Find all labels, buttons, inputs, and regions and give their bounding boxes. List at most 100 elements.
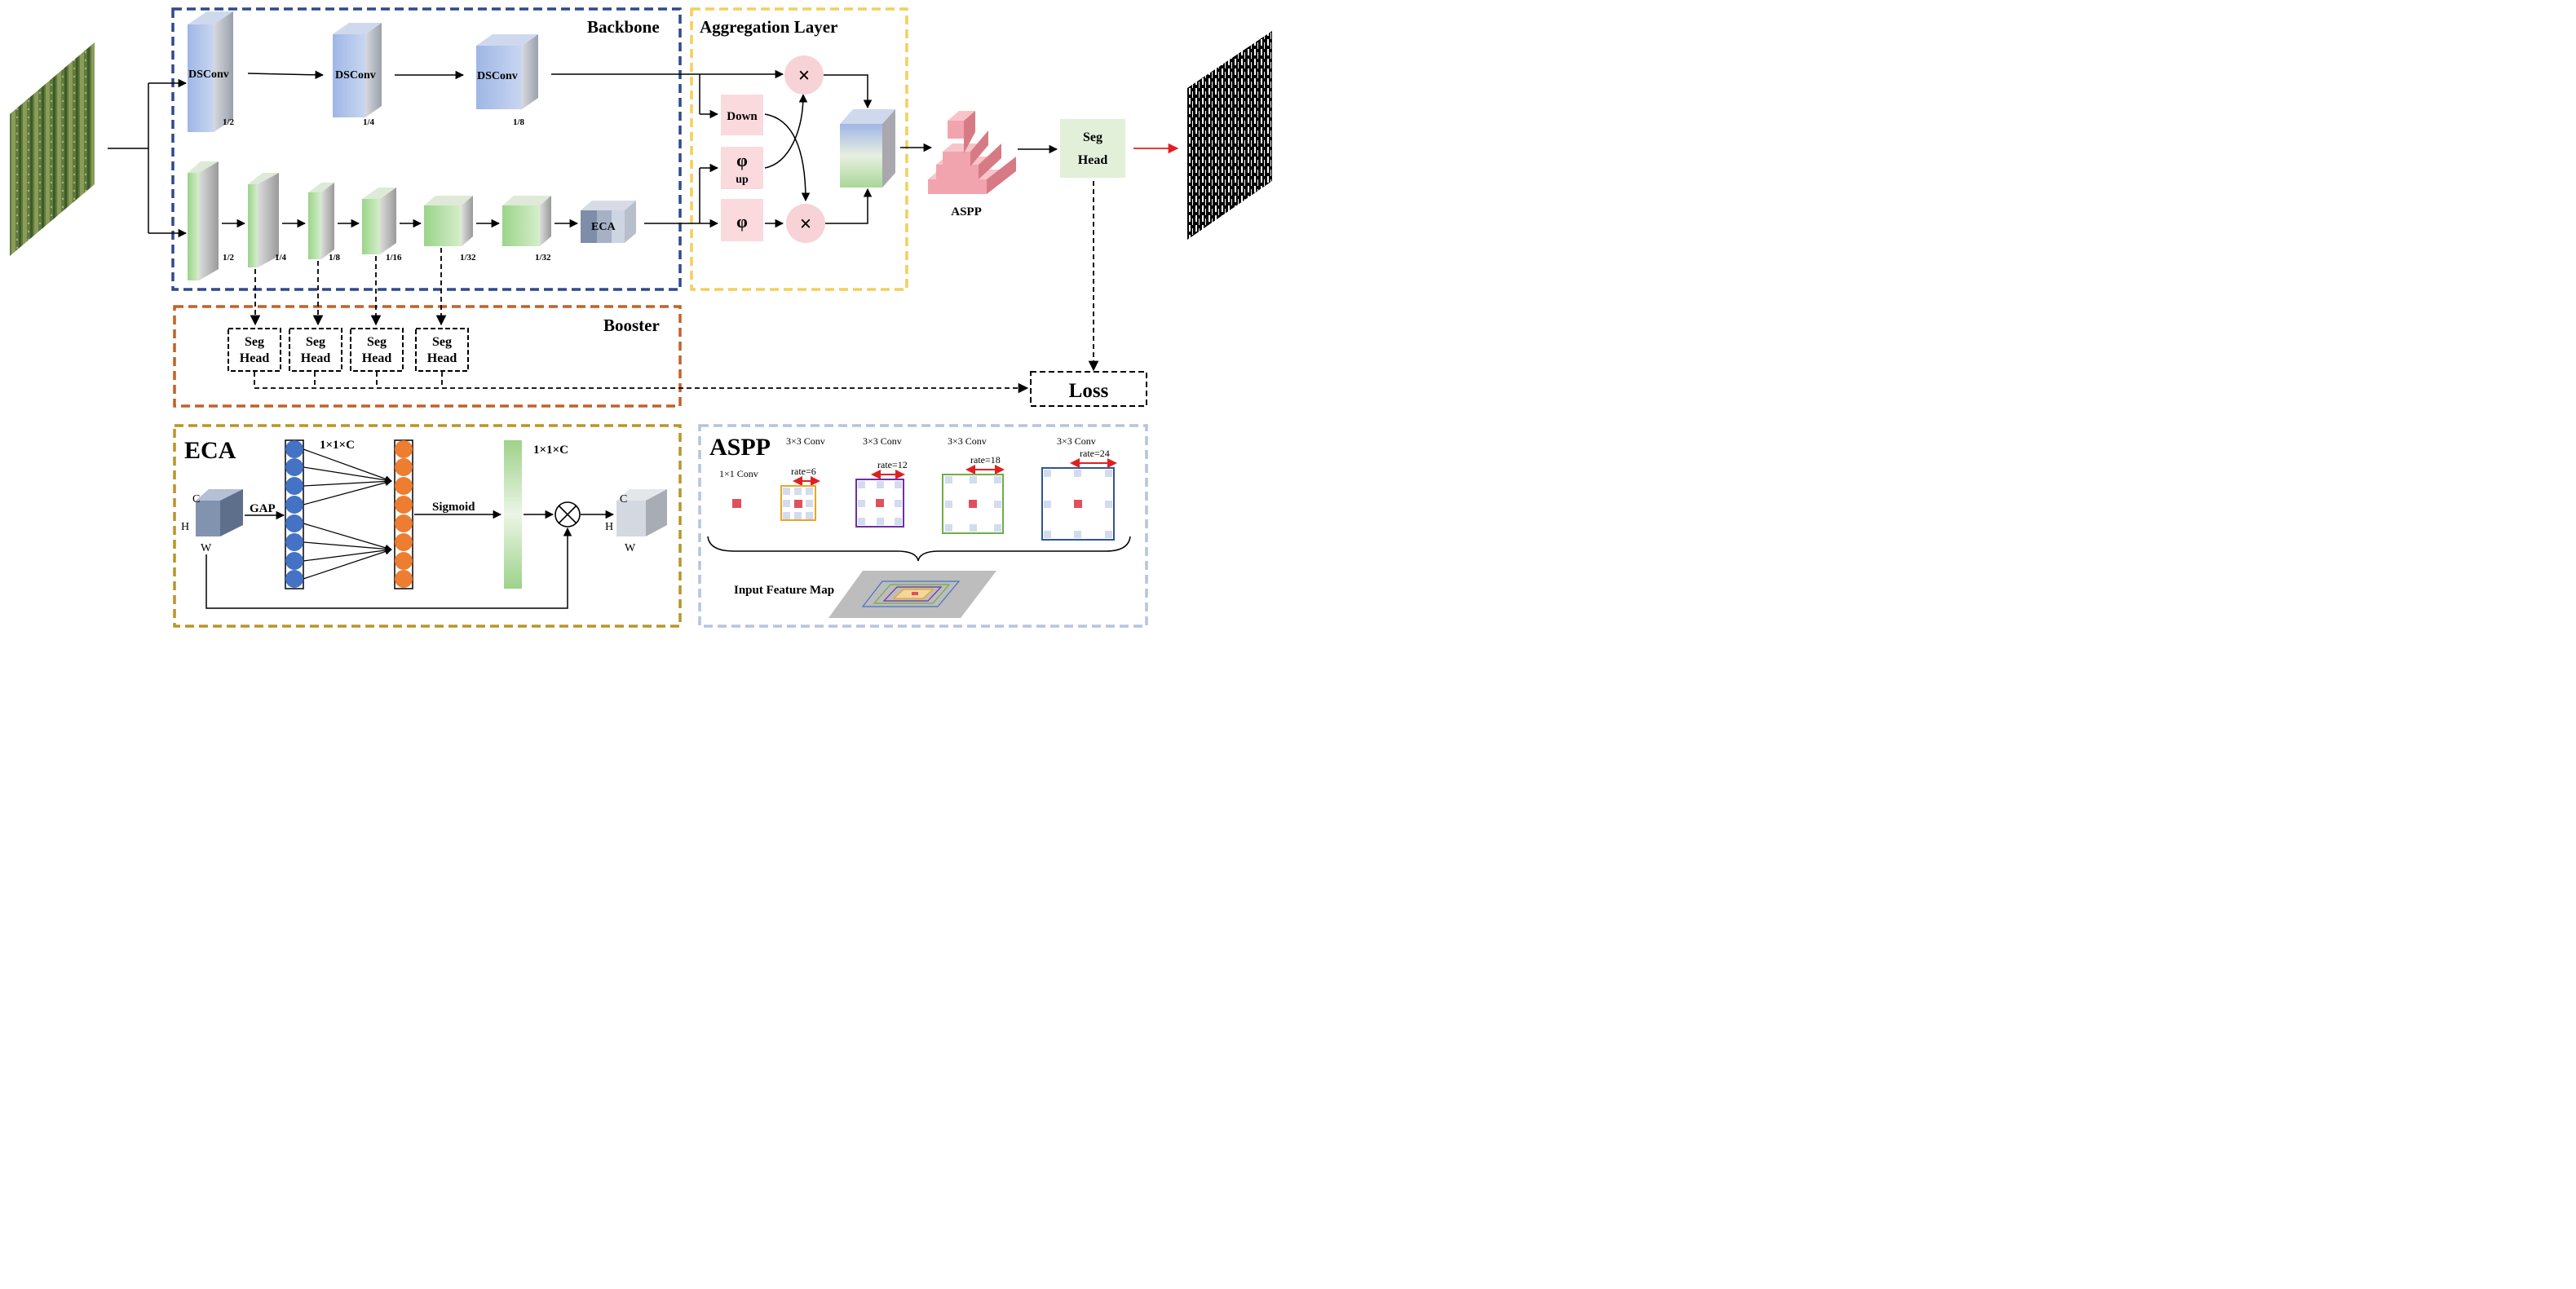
multiply-symbol: × [800,212,812,236]
dilated-kernel-rate18 [942,474,1004,534]
sigmoid-weights-bar [504,440,522,589]
detail-block-4: 1/16 [362,188,402,263]
network-architecture-diagram: Backbone Aggregation Layer Booster ECA A… [10,7,1272,628]
detail-scale: 1/16 [386,253,402,263]
seg-head-line2: Head [362,351,392,365]
down-box [721,95,763,135]
phi-up-symbol: φ [736,150,748,170]
channel-multiply-icon [555,501,581,528]
multiply-node-top [784,55,824,95]
dilated-kernel-rate24 [1041,467,1115,541]
phi-up-label: up [736,174,749,186]
dsconv-arrows [247,69,784,80]
dsconv-block-2: DSConv 1/4 [333,23,382,127]
aspp-frame [698,424,1148,628]
seg-head-line2: Head [240,351,270,365]
multiply-symbol: × [798,64,811,87]
phi-up-box [721,147,763,189]
phi-symbol: φ [736,211,748,232]
booster-arrows [250,248,1029,394]
seg-head-line2: Head [301,351,331,365]
backbone-frame [171,7,682,291]
gap-vector [285,439,304,589]
rate-label: rate=24 [1080,448,1110,459]
booster-seg-head-2: Seg Head [289,328,342,372]
seg-head-line1: Seg [245,335,264,349]
gap-dims-label: 1×1×C [320,439,355,452]
dsconv-label: DSConv [188,68,229,81]
rate-label: rate=18 [970,454,1001,466]
dilated-kernel-rate12 [855,479,904,528]
dsconv-scale: 1/2 [223,117,235,127]
seg-head-line1: Seg [432,335,452,349]
eca-h-label: H [181,521,189,533]
dsconv-scale: 1/8 [513,117,525,127]
conv3x3-label: 3×3 Conv [786,435,825,447]
aspp-pyramid [928,111,1016,194]
seg-head-line1: Seg [367,335,387,349]
booster-seg-head-1: Seg Head [228,328,281,372]
seg-head-line1: Seg [1083,130,1102,144]
booster-frame [173,305,682,408]
eca-w-label: W [201,542,212,554]
conv1x1-kernel [732,499,741,508]
main-seg-head [1060,119,1125,178]
seg-head-line2: Head [1078,153,1108,167]
conv3x3-label: 3×3 Conv [948,435,987,447]
eca-c-label: C [192,493,200,505]
weights-dims-label: 1×1×C [533,444,568,457]
aspp-brace [707,536,1131,562]
eca-block-label: ECA [591,221,616,233]
booster-seg-head-4: Seg Head [415,328,469,372]
aspp-title: ASPP [709,434,771,461]
fused-feature-block [840,109,895,188]
eca-input-cube [196,489,243,536]
aggregation-title: Aggregation Layer [700,17,837,37]
detail-block-5: 1/32 [424,196,476,263]
dsconv-block-1: DSConv 1/2 [188,11,235,132]
dsconv-label: DSConv [477,70,518,82]
aggregation-frame [690,7,908,291]
rate-label: rate=12 [877,459,908,470]
dilated-kernel-rate6 [780,485,816,521]
detail-block-2: 1/4 [248,173,287,267]
eca-skip-connection [205,527,572,609]
detail-block-6: 1/32 [502,196,551,263]
loss-box [1030,371,1147,407]
loss-label: Loss [1069,380,1109,402]
down-label: Down [727,110,758,123]
conv1x1-label: 1×1 Conv [719,468,758,479]
aspp-block-label: ASPP [951,205,982,219]
detail-scale: 1/32 [460,253,476,263]
dsconv-label: DSConv [335,69,376,82]
aggregation-arrows [699,74,933,228]
detail-scale: 1/32 [535,253,551,263]
sigmoid-label: Sigmoid [432,501,475,514]
detail-block-3: 1/8 [308,183,341,263]
detail-scale: 1/8 [329,253,341,263]
dsconv-scale: 1/4 [363,117,375,127]
eca-out-c-label: C [620,493,627,505]
seg-head-line1: Seg [306,335,325,349]
detail-scale: 1/4 [275,253,287,263]
rate-label: rate=6 [791,466,816,477]
detail-scale: 1/2 [223,253,235,263]
booster-seg-head-3: Seg Head [350,328,404,372]
multiply-node-bottom [786,204,825,243]
seg-head-line2: Head [427,351,457,365]
output-segmentation-mask [1187,31,1272,240]
input-feature-map-plane [828,571,996,618]
phi-box [721,199,763,241]
backbone-title: Backbone [587,17,660,37]
conv1d-vector [394,439,413,589]
eca-frame [173,424,682,628]
eca-out-w-label: W [625,542,636,554]
dsconv-block-3: DSConv 1/8 [476,34,538,127]
conv1d-connections [303,448,392,580]
conv3x3-label: 3×3 Conv [1057,435,1096,447]
detail-block-1: 1/2 [188,161,235,280]
booster-title: Booster [603,316,660,335]
eca-block: ECA [581,201,636,243]
input-aerial-image [10,42,95,256]
conv3x3-label: 3×3 Conv [863,435,902,447]
